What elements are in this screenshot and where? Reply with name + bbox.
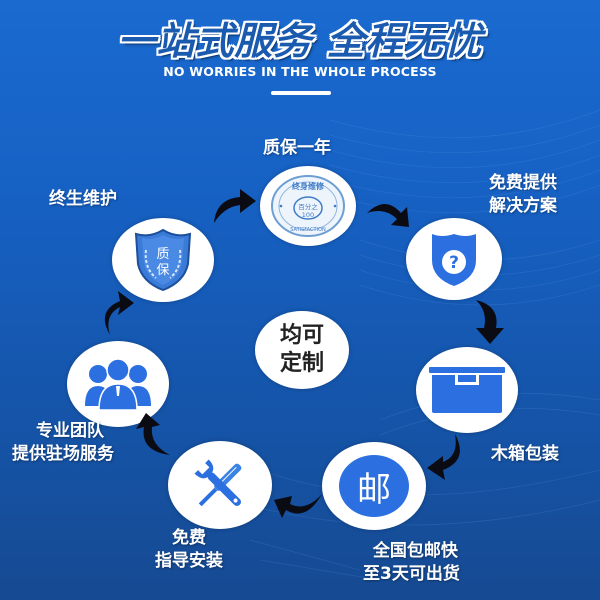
arrow-icon-shipping-to-installation (274, 494, 322, 518)
step-free-shipping-label: 全国包邮快 至3天可出货 (363, 540, 460, 586)
svg-text:保: 保 (156, 263, 169, 278)
arrow-icon-warranty-to-solution (367, 204, 409, 227)
center-text-line2: 定制 (279, 351, 324, 376)
step-free-installation-label: 免费 指导安装 (143, 527, 235, 573)
step-label-line1: 专业团队 (36, 421, 104, 441)
center-text-line1: 均可 (279, 323, 324, 348)
step-label-line1: 木箱包装 (491, 444, 559, 464)
step-warranty-year-label: 质保一年 (263, 137, 331, 160)
step-free-solution-label: 免费提供 解决方案 (489, 172, 557, 218)
satisfaction-stamp-icon: 终身维修 百分之 100 SATISFACTION (271, 175, 345, 237)
page-title: 一站式服务 全程无忧 (117, 19, 483, 63)
step-label-line2: 指导安装 (155, 551, 223, 571)
step-label-line1: 免费 (172, 528, 206, 548)
step-label-line1: 免费提供 (489, 173, 557, 193)
mail-glyph: 邮 (357, 469, 391, 510)
tools-icon (194, 459, 242, 507)
step-wooden-crate-node (416, 347, 518, 433)
step-lifelong-maintenance-node: 质 保 (112, 218, 214, 302)
arrow-icon-team-to-lifelong (104, 291, 134, 335)
step-lifelong-maintenance-label: 终生维护 (49, 188, 117, 211)
center-customizable-badge: 均可 定制 (255, 311, 349, 389)
step-onsite-team-label: 专业团队 提供驻场服务 (12, 420, 114, 466)
svg-text:终身维修: 终身维修 (291, 181, 325, 191)
step-label-line2: 至3天可出货 (363, 564, 460, 584)
question-shield-icon: ? (432, 234, 476, 286)
warranty-shield-icon: 质 保 (134, 228, 192, 292)
step-label-line1: 全国包邮快 (372, 541, 458, 561)
step-free-installation-node (168, 441, 272, 529)
step-label-line2: 解决方案 (489, 196, 557, 216)
step-onsite-team-node (67, 341, 169, 427)
arrow-icon-installation-to-team (136, 413, 170, 455)
step-free-shipping-node: 邮 (322, 442, 426, 530)
box-icon (429, 367, 505, 413)
arrow-icon-lifelong-to-warranty (214, 189, 256, 223)
svg-text:SATISFACTION: SATISFACTION (290, 227, 326, 233)
title-underline-divider (271, 91, 331, 95)
svg-text:?: ? (449, 253, 459, 273)
svg-text:100: 100 (302, 211, 314, 219)
svg-text:百分之: 百分之 (298, 202, 318, 211)
step-warranty-year-node: 终身维修 百分之 100 SATISFACTION (260, 166, 356, 246)
arrow-icon-crate-to-shipping (427, 434, 460, 480)
step-wooden-crate-label: 木箱包装 (491, 443, 559, 466)
mail-icon: 邮 (339, 455, 409, 517)
team-icon (85, 358, 151, 410)
step-label-line2: 提供驻场服务 (12, 444, 114, 464)
step-label-line1: 终生维护 (49, 189, 117, 209)
step-label-line1: 质保一年 (263, 138, 331, 158)
svg-text:质: 质 (156, 247, 169, 262)
arrow-icon-solution-to-crate (476, 300, 504, 344)
step-free-solution-node: ? (406, 218, 502, 300)
page-subtitle: NO WORRIES IN THE WHOLE PROCESS (163, 64, 437, 79)
